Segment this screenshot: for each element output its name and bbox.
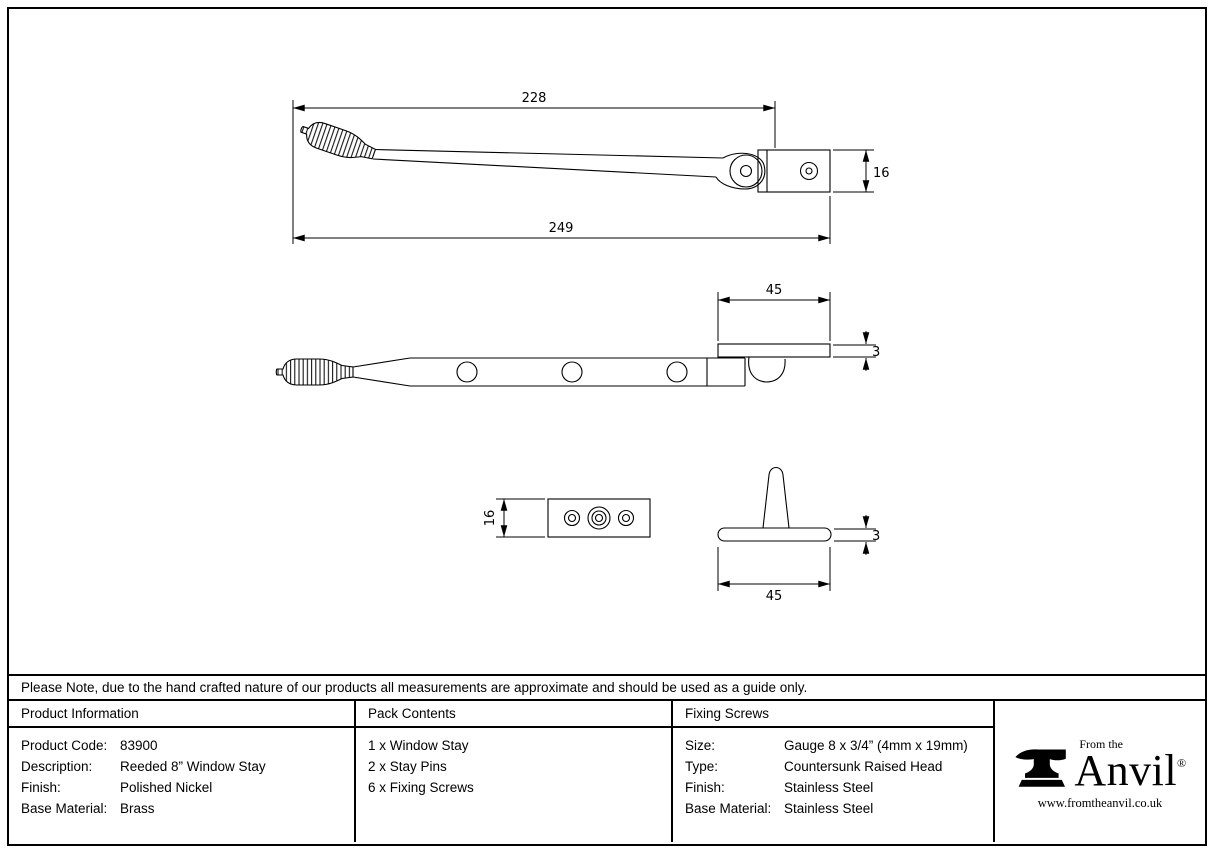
spec-label: Type: [685,759,719,774]
spec-label: Description: [21,759,93,774]
fixing-screws-cell: Size: Gauge 8 x 3/4” (4mm x 19mm) Type: … [673,728,995,842]
spec-row: Type: Countersunk Raised Head [685,756,985,777]
logo-name: Anvil® [1074,748,1187,792]
info-section: Please Note, due to the hand crafted nat… [9,674,1205,844]
spec-value: Countersunk Raised Head [784,759,943,774]
spec-row: Description: Reeded 8” Window Stay [21,756,346,777]
note-text: Please Note, due to the hand crafted nat… [21,680,808,695]
logo-website: www.fromtheanvil.co.uk [1037,796,1163,811]
dim-label-45-pin: 45 [766,589,783,604]
pack-item: 2 x Stay Pins [368,759,447,774]
product-information-cell: Product Code: 83900 Description: Reeded … [9,728,356,842]
measurement-note: Please Note, due to the hand crafted nat… [9,676,1205,701]
spec-label: Size: [685,738,716,753]
spec-value: Brass [120,801,155,816]
product-information-header: Product Information [9,701,356,728]
dim-label-228: 228 [522,91,547,106]
keep-plate-view [547,498,651,538]
window-stay-side-view [296,116,831,193]
dim-label-16-plate: 16 [483,510,498,527]
fixing-screws-header-label: Fixing Screws [685,706,770,721]
pack-item: 1 x Window Stay [368,738,469,753]
spec-value: Stainless Steel [784,780,874,795]
pack-contents-header-label: Pack Contents [368,706,456,721]
dim-label-45-keep: 45 [766,283,783,298]
product-information-header-label: Product Information [21,706,139,721]
pack-contents-cell: 1 x Window Stay 2 x Stay Pins 6 x Fixing… [356,728,673,842]
spec-value: Reeded 8” Window Stay [120,759,266,774]
spec-row: Finish: Stainless Steel [685,777,985,798]
spec-label: Base Material: [685,801,772,816]
dim-label-3-pin: 3 [872,529,880,544]
spec-row: Product Code: 83900 [21,735,346,756]
logo-main: From the Anvil® [1013,736,1187,793]
spec-label: Product Code: [21,738,108,753]
spec-value: 83900 [120,738,158,753]
technical-drawing: 228 249 16 45 3 16 [275,91,890,604]
anvil-icon [1015,749,1067,787]
dim-label-3-keep: 3 [872,345,880,360]
pack-contents-header: Pack Contents [356,701,673,728]
stay-pin-view [717,466,832,542]
dim-label-16-side: 16 [873,166,890,181]
dim-label-249: 249 [549,221,574,236]
spec-table: Product Information Pack Contents Fixing… [9,701,1205,842]
spec-row: Finish: Polished Nickel [21,777,346,798]
spec-value: Stainless Steel [784,801,874,816]
window-stay-plan-view [275,343,831,387]
dimension-annotations: 228 249 16 45 3 16 [292,91,890,604]
spec-label: Finish: [685,780,725,795]
logo-text: From the Anvil® [1074,736,1187,793]
fixing-screws-header: Fixing Screws [673,701,995,728]
logo-name-text: Anvil [1074,745,1178,795]
spec-label: Finish: [21,780,61,795]
spec-label: Base Material: [21,801,108,816]
registered-trademark-icon: ® [1177,755,1187,770]
spec-row: Base Material: Stainless Steel [685,798,985,819]
brand-logo: From the Anvil® www.fromtheanvil.co.uk [995,701,1205,842]
spec-row: Base Material: Brass [21,798,346,819]
spec-value: Polished Nickel [120,780,213,795]
pack-item: 6 x Fixing Screws [368,780,474,795]
spec-row: Size: Gauge 8 x 3/4” (4mm x 19mm) [685,735,985,756]
spec-value: Gauge 8 x 3/4” (4mm x 19mm) [784,738,968,753]
logo-tagline: From the [1079,736,1123,751]
